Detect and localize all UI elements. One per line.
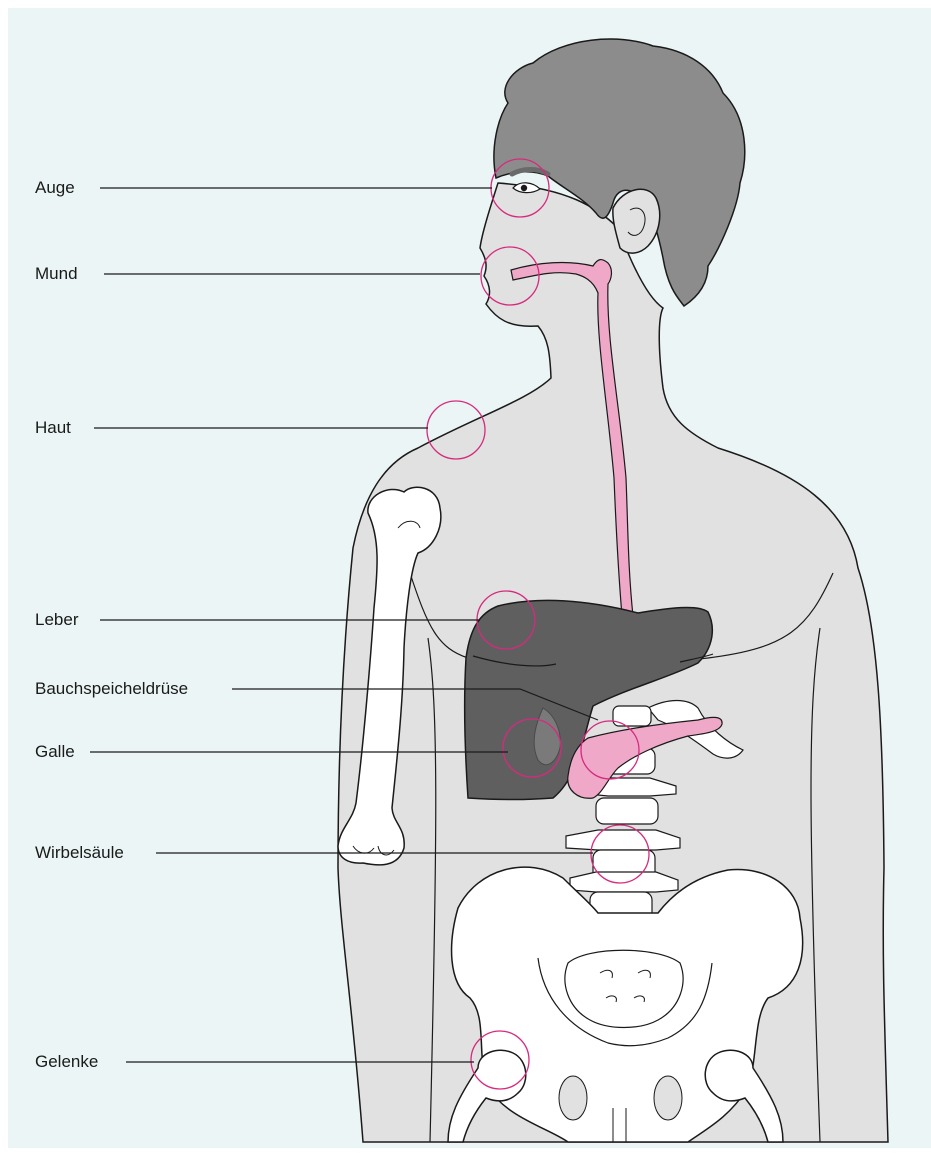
sacrum [565,950,683,1027]
label-gelenke: Gelenke [35,1052,98,1072]
human-body-figure [8,8,931,1148]
label-auge: Auge [35,178,75,198]
eye-pupil [521,185,527,191]
ear [613,189,660,253]
obturator-right [654,1076,682,1120]
label-galle: Galle [35,742,75,762]
diagram-canvas: Auge Mund Haut Leber Bauchspeicheldrüse … [8,8,931,1148]
label-haut: Haut [35,418,71,438]
label-leber: Leber [35,610,78,630]
label-bauchspeicheldruese: Bauchspeicheldrüse [35,679,188,699]
label-wirbelsaeule: Wirbelsäule [35,843,124,863]
obturator-left [559,1076,587,1120]
label-mund: Mund [35,264,78,284]
